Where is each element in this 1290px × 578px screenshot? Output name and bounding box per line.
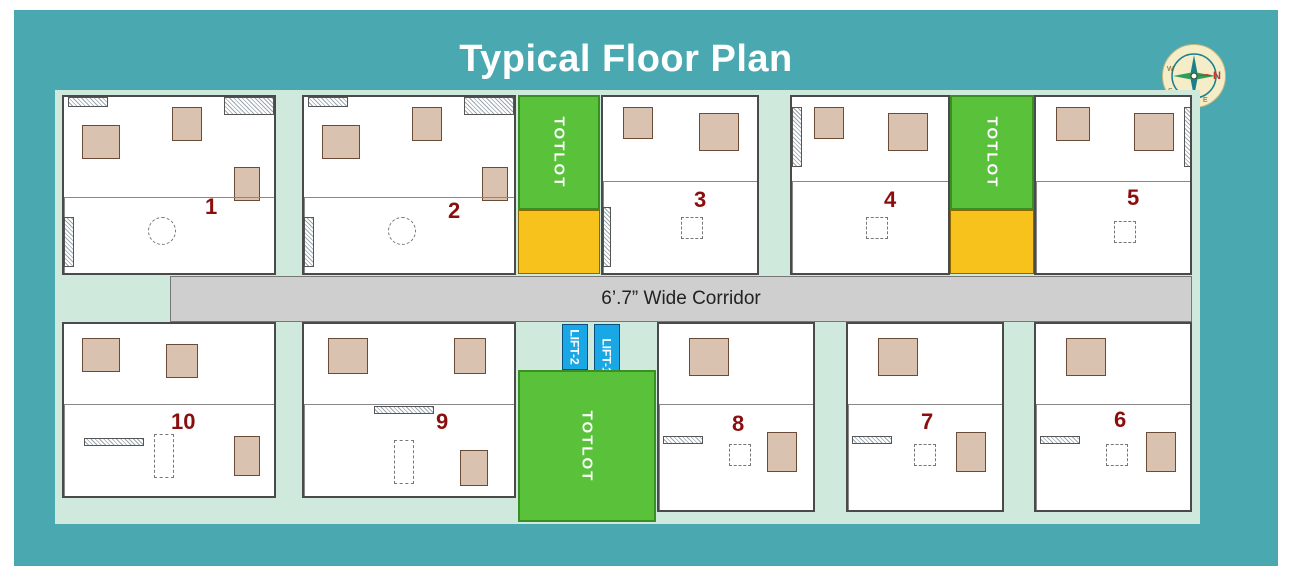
totlot-bottom: TOTLOT <box>518 370 656 522</box>
block-unit-3 <box>601 95 759 275</box>
unit-number: 5 <box>1127 185 1140 210</box>
unit-number: 1 <box>205 194 218 219</box>
lift-2[interactable]: LIFT-2 <box>562 324 588 370</box>
corridor-label: 6’.7” Wide Corridor <box>601 288 761 309</box>
page-title: Typical Floor Plan <box>459 38 793 80</box>
block-unit-5 <box>1034 95 1192 275</box>
block-unit-4 <box>790 95 950 275</box>
block-unit-1 <box>62 95 276 275</box>
compass-e-label: E <box>1203 97 1208 104</box>
block-unit-2 <box>302 95 516 275</box>
unit-number: 7 <box>921 409 934 434</box>
block-unit-9 <box>302 322 516 498</box>
lift-label: LIFT-1 <box>600 338 614 374</box>
block-unit-7 <box>846 322 1004 512</box>
compass-n: N <box>1213 70 1221 82</box>
totlot-top-right: TOTLOT <box>950 95 1034 210</box>
corridor: 6’.7” Wide Corridor <box>170 276 1192 322</box>
unit-number: 9 <box>436 409 449 434</box>
totlot-label: TOTLOT <box>550 116 568 189</box>
block-unit-8 <box>657 322 815 512</box>
totlot-label: TOTLOT <box>578 410 596 482</box>
block-unit-10 <box>62 322 276 498</box>
unit-number: 2 <box>448 198 461 223</box>
unit-number: 10 <box>171 409 196 434</box>
block-unit-6 <box>1034 322 1192 512</box>
compass-w-label: W <box>1167 66 1174 73</box>
unit-number: 6 <box>1114 407 1127 432</box>
totlot-label: TOTLOT <box>983 116 1001 189</box>
staircase-left <box>518 210 600 274</box>
unit-number: 4 <box>884 187 897 212</box>
lift-label: LIFT-2 <box>568 329 582 365</box>
unit-number: 8 <box>732 411 745 436</box>
unit-number: 3 <box>694 187 707 212</box>
staircase-right <box>950 210 1034 274</box>
totlot-top-left: TOTLOT <box>518 95 600 210</box>
